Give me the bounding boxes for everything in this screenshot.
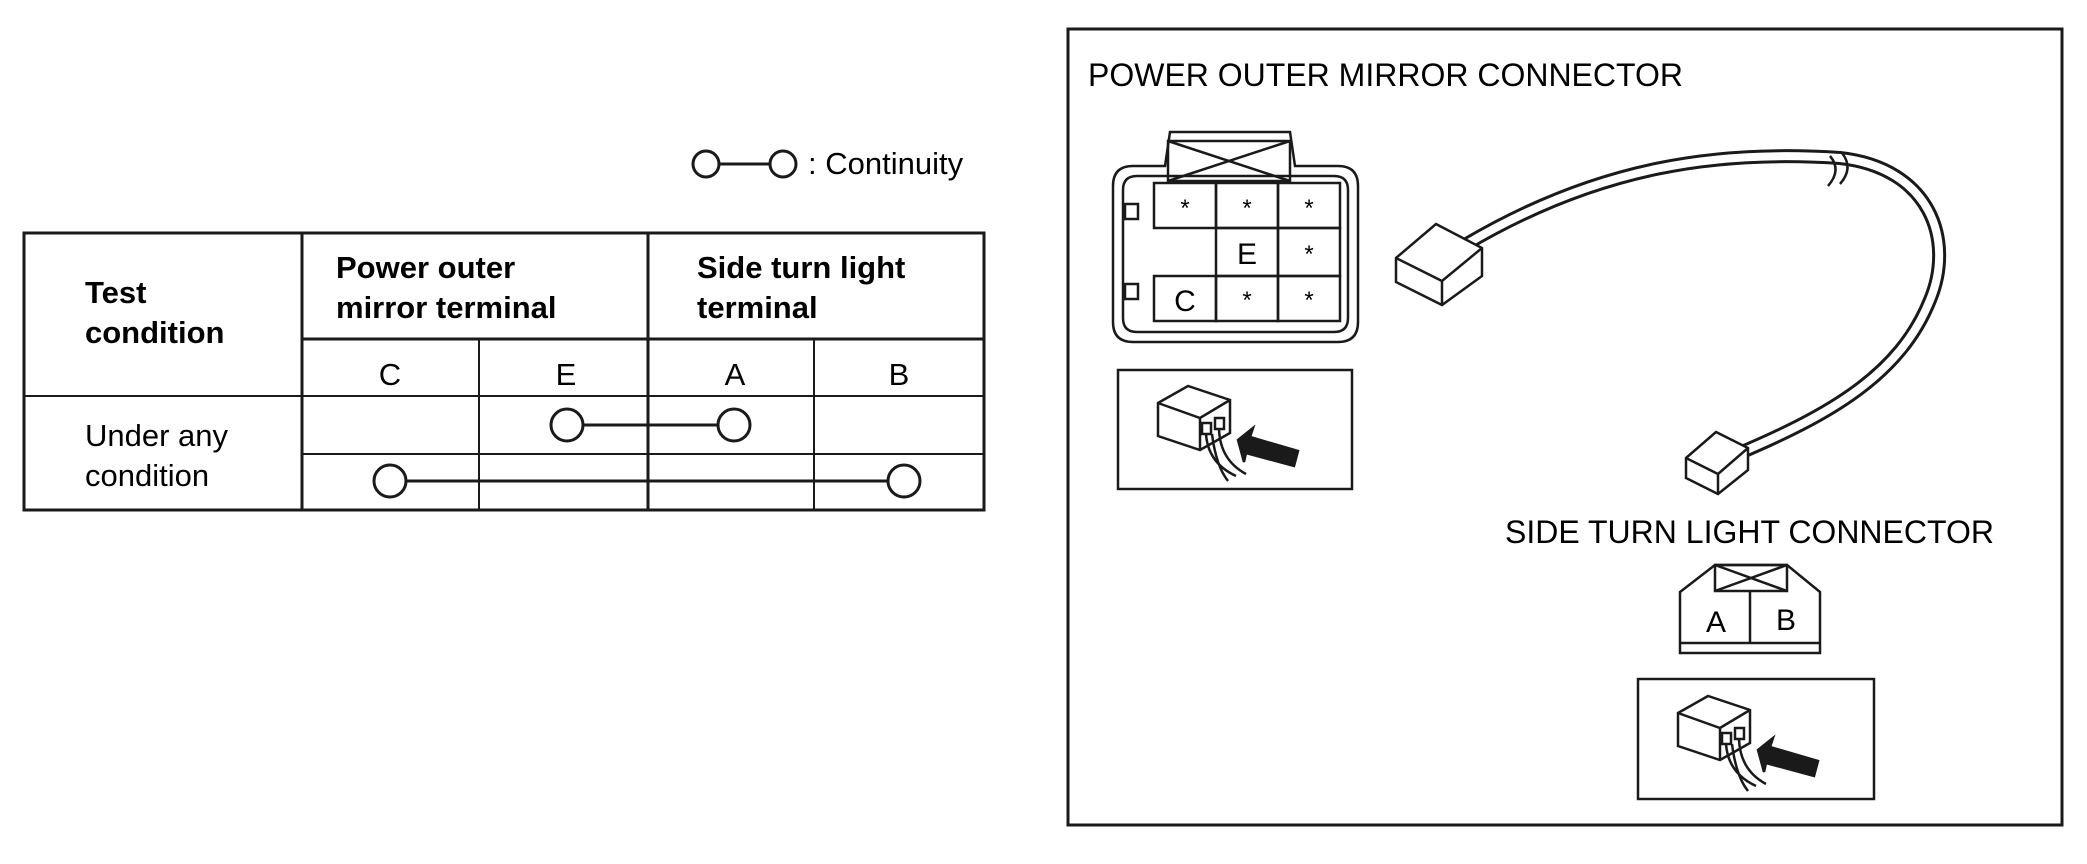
connector-housing-outer — [1111, 130, 1360, 344]
connector-probe-icon — [1156, 384, 1300, 482]
connector-probe-icon — [1676, 694, 1820, 792]
header-test-condition-1: Test — [85, 275, 146, 310]
pin-label: * — [1304, 241, 1313, 268]
power-outer-mirror-connector-title: POWER OUTER MIRROR CONNECTOR — [1088, 57, 1683, 93]
side-turn-light-connector-face — [1678, 563, 1822, 655]
latch-cross-2 — [1167, 139, 1291, 183]
table-border — [22, 231, 986, 512]
header-side-turn-1: Side turn light — [697, 250, 905, 285]
stl-latch — [1713, 563, 1789, 593]
continuity-node-a — [716, 407, 752, 443]
continuity-table — [22, 231, 986, 512]
connector-latch — [1166, 139, 1292, 183]
continuity-e-a — [549, 407, 752, 443]
side-tab-upper — [1123, 202, 1140, 221]
harness-break-mark-2 — [1839, 152, 1849, 185]
header-power-outer-1: Power outer — [336, 250, 515, 285]
continuity-legend: : Continuity — [691, 146, 964, 181]
legend-circle-right — [768, 149, 798, 179]
power-outer-mirror-pin-labels: * * * E * C * * — [1174, 195, 1314, 318]
pin-label: * — [1242, 287, 1251, 314]
row-condition-1: Under any — [85, 418, 229, 453]
legend-label: : Continuity — [808, 146, 964, 181]
harness-wire — [1458, 149, 1947, 462]
terminal-e-label: E — [556, 357, 577, 392]
pin-cell — [1276, 274, 1342, 323]
harness-wire-inner — [1461, 152, 1944, 459]
harness-break-mark-1 — [1827, 155, 1837, 187]
pin-label-e: E — [1237, 238, 1257, 271]
stl-pin-label-a: A — [1706, 606, 1726, 639]
stl-latch-cross-2 — [1714, 563, 1788, 593]
connector-housing-inner — [1121, 174, 1350, 334]
side-turn-light-connector-title: SIDE TURN LIGHT CONNECTOR — [1505, 514, 1994, 550]
pin-label: * — [1180, 195, 1189, 222]
harness-view-box-lower — [1636, 677, 1876, 801]
connector-panel — [1066, 27, 2064, 827]
header-test-condition-2: condition — [85, 315, 224, 350]
stl-pin-label-b: B — [1776, 604, 1796, 637]
legend-circle-left — [691, 149, 721, 179]
continuity-node-b — [886, 463, 922, 499]
continuity-c-b — [372, 463, 922, 499]
pin-label-c: C — [1174, 285, 1196, 318]
header-power-outer-2: mirror terminal — [336, 290, 557, 325]
harness-plug-upper — [1394, 222, 1484, 307]
harness-plug-lower — [1684, 430, 1750, 496]
pin-label: * — [1304, 287, 1313, 314]
side-tab-lower — [1123, 282, 1140, 301]
harness-view-box-upper — [1116, 368, 1354, 491]
power-outer-mirror-connector-face — [1111, 130, 1360, 344]
pin-label: * — [1304, 195, 1313, 222]
terminal-c-label: C — [379, 357, 401, 392]
pin-label: * — [1242, 195, 1251, 222]
header-side-turn-2: terminal — [697, 290, 818, 325]
icon-box — [1636, 677, 1876, 801]
icon-box — [1116, 368, 1354, 491]
continuity-node-e — [549, 407, 585, 443]
row-condition-2: condition — [85, 458, 209, 493]
continuity-node-c — [372, 463, 408, 499]
terminal-b-label: B — [889, 357, 910, 392]
terminal-a-label: A — [725, 357, 746, 392]
test-harness — [1394, 149, 1947, 496]
